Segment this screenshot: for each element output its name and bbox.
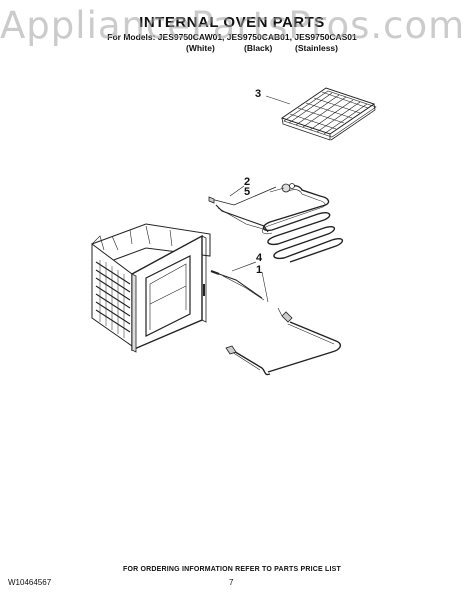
- page-title: INTERNAL OVEN PARTS: [139, 14, 325, 31]
- callout-5: 5: [244, 186, 251, 198]
- leader-line-2: [229, 185, 245, 197]
- watermark-text: AppliancePartsPros.com: [0, 4, 464, 47]
- bake-terminal-wire[interactable]: [210, 269, 265, 301]
- leader-line-1: [261, 271, 269, 303]
- ordering-info: FOR ORDERING INFORMATION REFER TO PARTS …: [122, 566, 342, 573]
- callout-4: 4: [256, 252, 263, 264]
- leader-line-4: [231, 261, 257, 272]
- callout-3: 3: [255, 88, 262, 100]
- callout-2: 2: [244, 176, 251, 188]
- page-number: 7: [229, 578, 234, 587]
- models-line: For Models: JES9750CAW01, JES9750CAB01, …: [107, 32, 357, 42]
- oven-rack[interactable]: [280, 87, 377, 141]
- oven-cavity[interactable]: [91, 223, 211, 353]
- finish-white: (White): [186, 43, 215, 53]
- callout-1: 1: [256, 264, 263, 276]
- bake-element[interactable]: [225, 307, 342, 376]
- finish-stainless: (Stainless): [295, 43, 338, 53]
- document-number: W10464567: [8, 578, 52, 587]
- leader-line-5: [269, 187, 285, 193]
- broil-element[interactable]: [261, 183, 343, 263]
- leader-line-3: [265, 95, 291, 105]
- broil-bracket[interactable]: [208, 186, 277, 233]
- finish-black: (Black): [244, 43, 273, 53]
